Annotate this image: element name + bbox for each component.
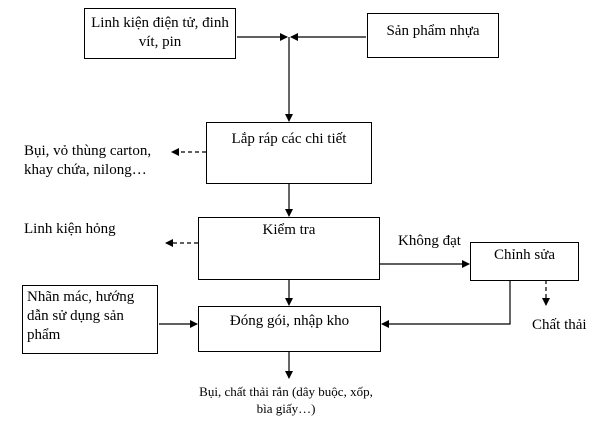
input-plastic-text: Sản phẩm nhựa [386, 23, 480, 39]
output-defects: Linh kiện hỏng [24, 221, 116, 237]
step-inspection-box: Kiểm tra [198, 217, 380, 280]
arrow-repair-to-packing [381, 280, 511, 328]
step-inspection-text: Kiểm tra [262, 222, 316, 238]
step-repair-text: Chỉnh sửa [493, 247, 556, 263]
output-packing-waste: Bụi, chất thải rắn (dây buộc, xốp, bìa g… [199, 384, 373, 416]
input-labels-text: Nhãn mác, hướng dẫn sử dụng sản phẩm [27, 289, 135, 343]
step-packing-box: Đóng gói, nhập kho [198, 306, 381, 352]
input-components-text: Linh kiện điện tử, đinh vít, pin [91, 15, 229, 50]
step-assembly-box: Lắp ráp các chi tiết [206, 122, 372, 184]
step-repair-box: Chỉnh sửa [470, 242, 579, 281]
step-packing-text: Đóng gói, nhập kho [229, 313, 350, 329]
edge-label-fail: Không đạt [398, 233, 461, 249]
output-repair-waste: Chất thải [532, 317, 587, 333]
input-components-box: Linh kiện điện tử, đinh vít, pin [84, 8, 236, 59]
input-plastic-box: Sản phẩm nhựa [367, 13, 499, 58]
step-assembly-text: Lắp ráp các chi tiết [231, 131, 347, 147]
input-labels-box: Nhãn mác, hướng dẫn sử dụng sản phẩm [22, 285, 158, 354]
output-assembly-waste: Bụi, vỏ thùng carton, khay chứa, nilong… [24, 143, 152, 178]
